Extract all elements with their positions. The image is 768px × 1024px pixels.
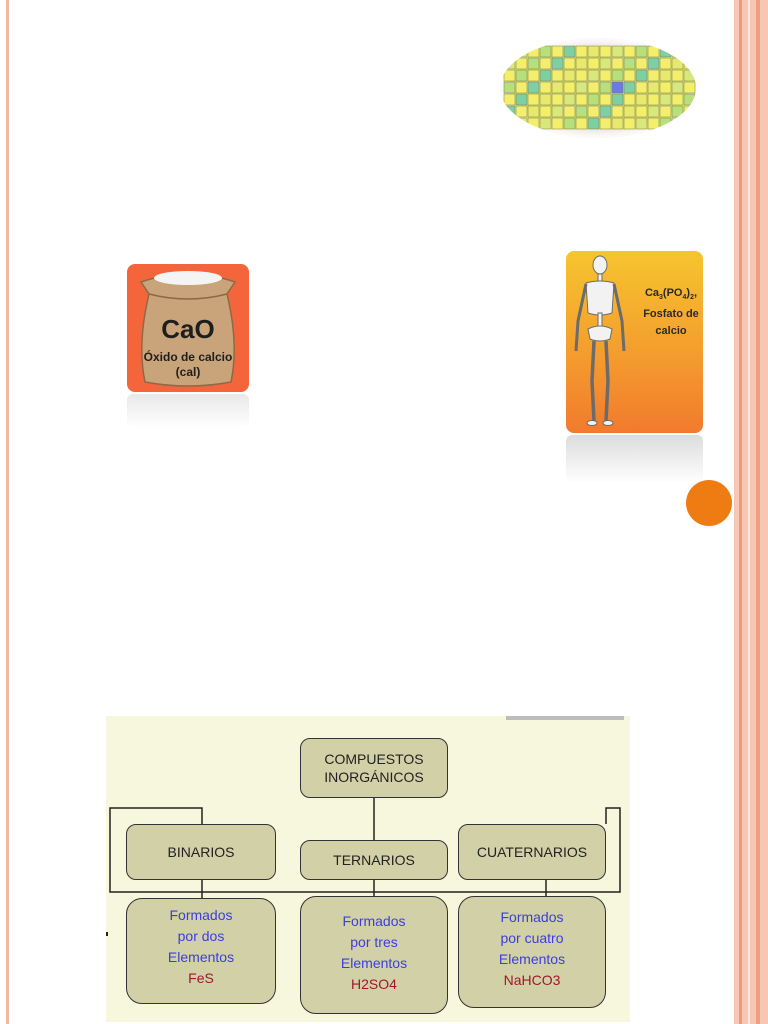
skeleton-card-reflection <box>566 435 703 483</box>
orange-circle-decoration <box>686 480 732 526</box>
slide-frame-right-border <box>734 0 768 1024</box>
description-node-binarios: Formados por dos Elementos FeS <box>126 898 276 1004</box>
calcium-phosphate-label: Ca3(PO4)2, Fosfato de calcio <box>643 287 699 338</box>
cao-card-reflection <box>127 394 249 428</box>
skeleton-icon <box>574 255 626 426</box>
slide-frame-left-line <box>6 0 9 1024</box>
example-formula-nahco3: NaHCO3 <box>503 972 561 988</box>
category-node-cuaternarios: CUATERNARIOS <box>458 824 606 880</box>
category-node-ternarios: TERNARIOS <box>300 840 448 880</box>
example-formula-h2so4: H2SO4 <box>351 976 397 992</box>
cao-sack-card: CaO Óxido de calcio (cal) <box>127 264 249 392</box>
description-node-cuaternarios: Formados por cuatro Elementos NaHCO3 <box>458 896 606 1008</box>
skeleton-card: Ca3(PO4)2, Fosfato de calcio <box>566 251 703 433</box>
description-node-ternarios: Formados por tres Elementos H2SO4 <box>300 896 448 1014</box>
cao-formula: CaO <box>161 314 215 344</box>
example-formula-fes: FeS <box>188 970 214 986</box>
cao-name: Óxido de calcio (cal) <box>143 350 233 379</box>
sack-icon <box>139 271 237 387</box>
category-node-binarios: BINARIOS <box>126 824 276 880</box>
periodic-table-image <box>500 38 696 138</box>
